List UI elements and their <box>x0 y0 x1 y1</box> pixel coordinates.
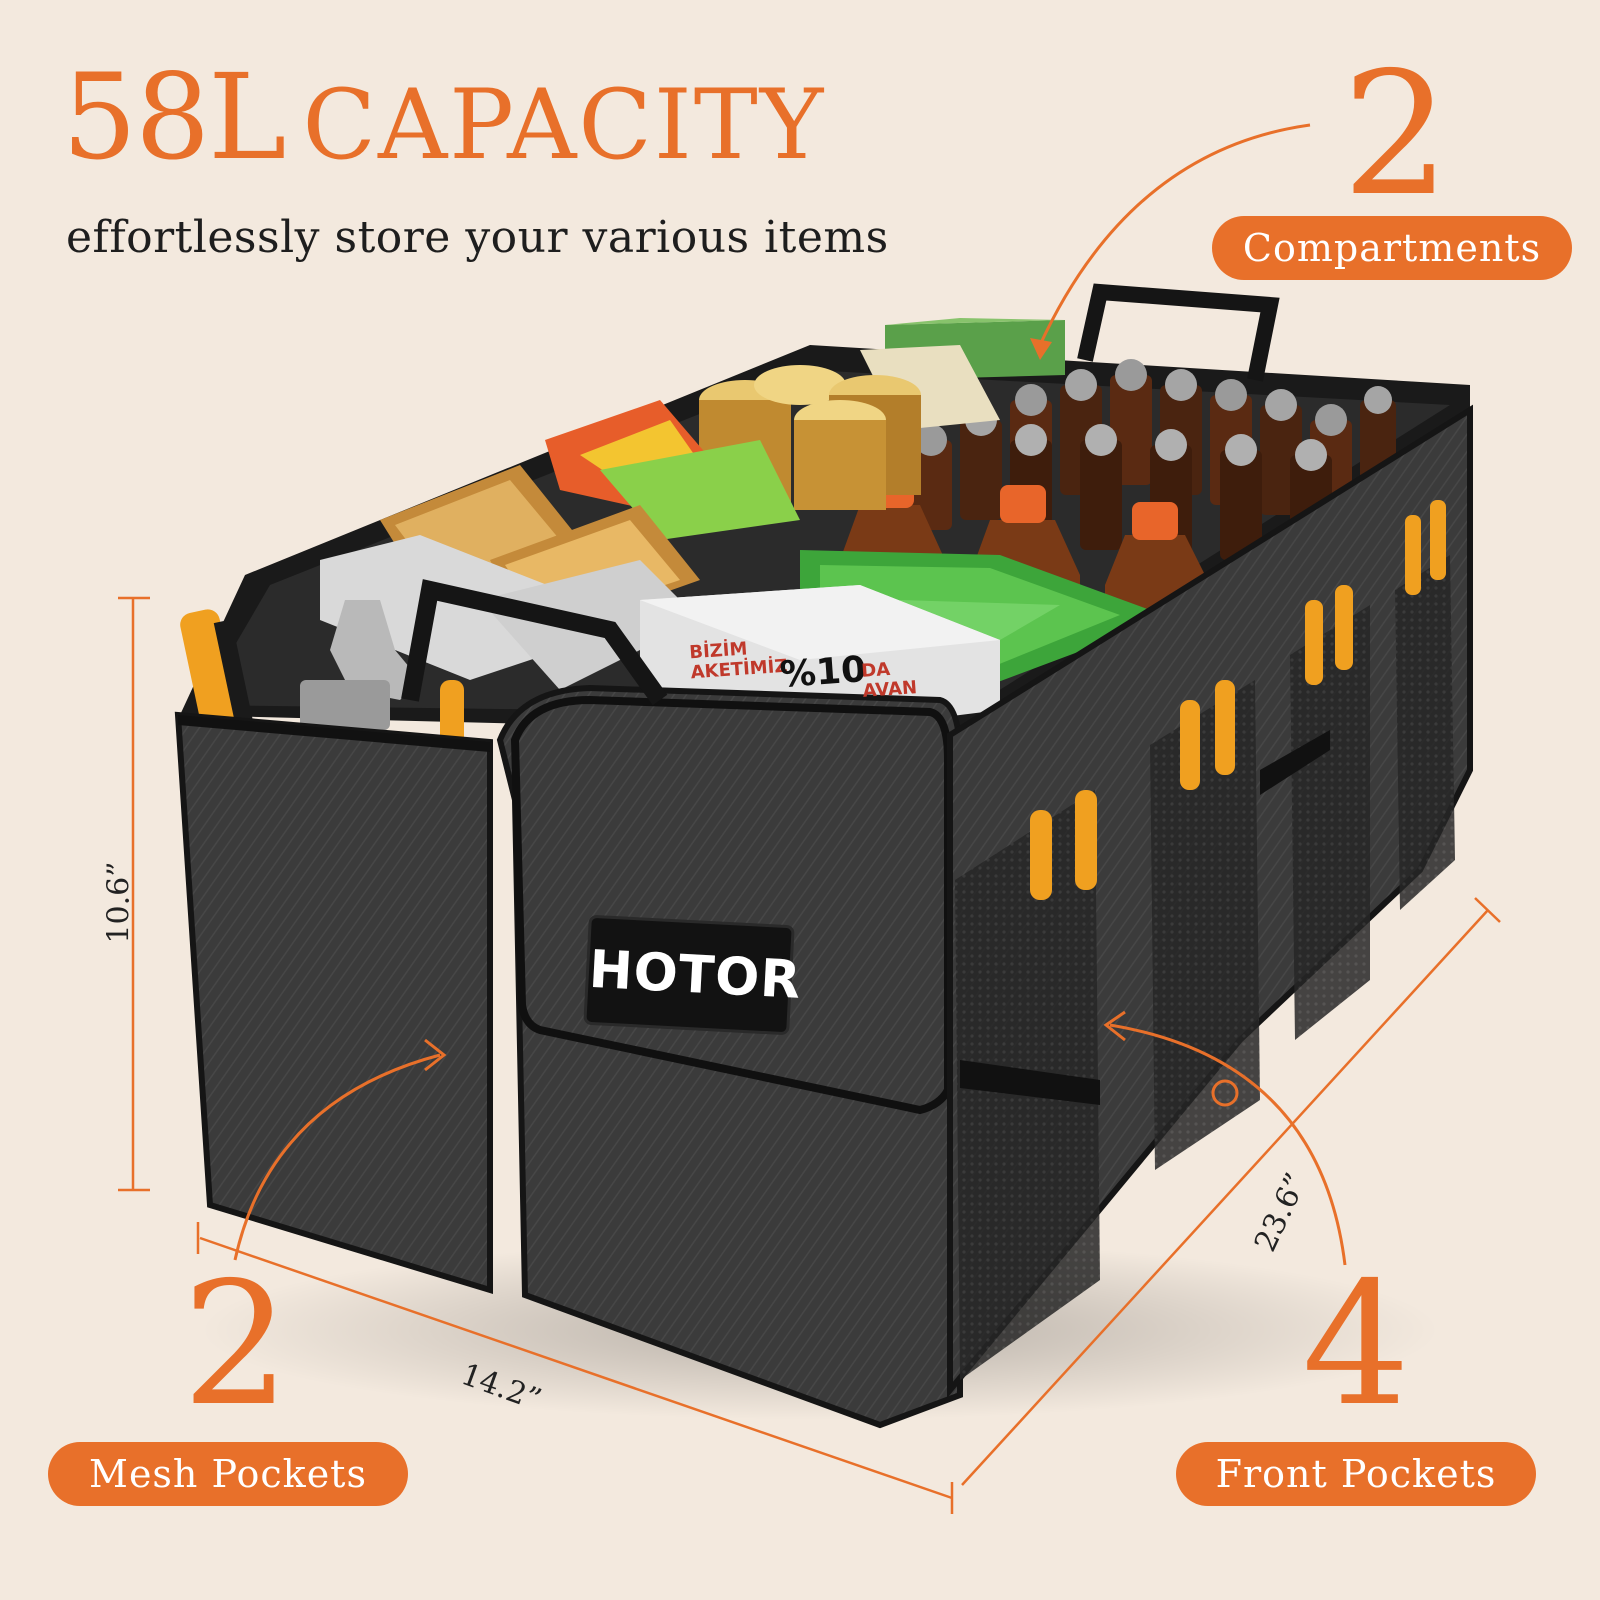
height-dimension: 10.6” <box>101 861 137 944</box>
height-dimension-line <box>118 596 150 1192</box>
mesh-pockets-count: 2 <box>182 1246 291 1444</box>
mesh-pocket-left <box>174 711 493 1295</box>
compartments-arrow <box>1038 123 1311 346</box>
length-dimension-line <box>961 897 1501 1486</box>
mesh-pockets-arrow <box>233 1053 441 1261</box>
package-suffix: DA AVAN <box>861 658 918 702</box>
front-handle <box>401 579 668 706</box>
front-pockets-label: Front Pockets <box>1176 1442 1536 1506</box>
chip-canisters <box>699 365 921 510</box>
capacity-word: CAPACITY <box>302 69 826 181</box>
width-dimension-line <box>196 1222 954 1514</box>
package-percent: %10 <box>778 649 868 696</box>
compartments-count: 2 <box>1342 36 1451 234</box>
side-mesh-pocket-2 <box>1150 680 1260 1170</box>
capacity-number: 58L <box>62 48 287 186</box>
front-pockets-arrow <box>1109 1023 1347 1266</box>
side-pocket-tools <box>1030 500 1446 900</box>
brand-logo-badge: HOTOR <box>583 914 803 1036</box>
compartments-label: Compartments <box>1212 216 1572 280</box>
package-label: BİZİM AKETİMİZ <box>689 637 788 683</box>
package-suffix-line2: AVAN <box>861 677 918 702</box>
capacity-subline: effortlessly store your various items <box>66 212 889 263</box>
front-pockets-count: 4 <box>1302 1246 1411 1444</box>
back-handle <box>1077 283 1280 382</box>
side-mesh-pocket-4 <box>1395 555 1455 910</box>
mesh-pockets-label: Mesh Pockets <box>48 1442 408 1506</box>
side-mesh-pocket-3 <box>1290 605 1370 1040</box>
